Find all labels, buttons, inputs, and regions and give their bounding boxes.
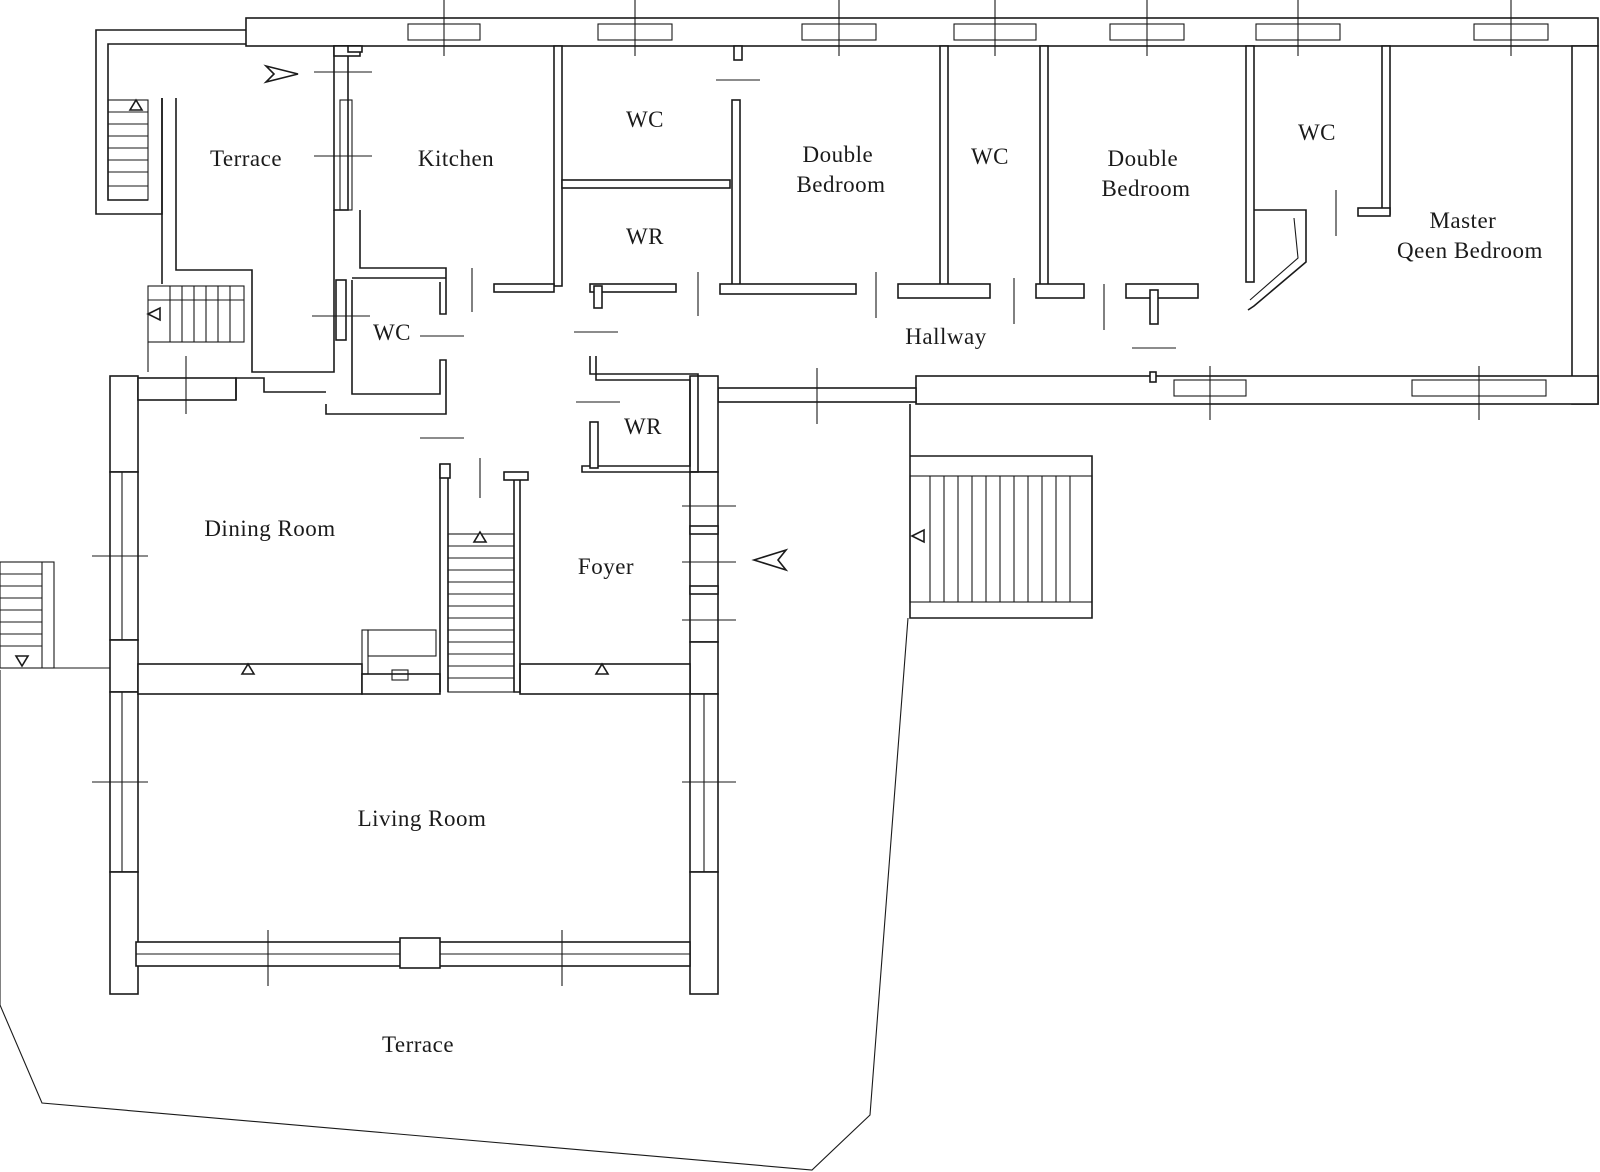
label-kitchen: Kitchen — [418, 146, 494, 171]
label-master-bedroom: Master Qeen Bedroom — [1397, 208, 1543, 263]
label-wr-2: WR — [624, 414, 662, 439]
lower-terrace-outline — [0, 617, 909, 1171]
foyer-entry-arrow-icon — [751, 548, 789, 572]
upper-stairs — [107, 98, 149, 201]
north-windows — [407, 0, 1549, 56]
west-stairs — [0, 561, 110, 669]
east-stairs — [909, 404, 1093, 619]
label-hallway: Hallway — [905, 324, 986, 349]
label-dining-room: Dining Room — [204, 516, 335, 541]
south-block-walls — [92, 356, 789, 995]
entry-arrow-icon — [263, 64, 299, 84]
label-double-bedroom-2: Double Bedroom — [1101, 146, 1190, 201]
west-wing-walls — [95, 29, 464, 439]
label-living-room: Living Room — [358, 806, 487, 831]
north-wing-walls — [245, 0, 1599, 424]
label-double-bedroom-1: Double Bedroom — [796, 142, 885, 197]
label-wr-1: WR — [626, 224, 664, 249]
label-wc-1: WC — [626, 107, 664, 132]
label-wc-2: WC — [971, 144, 1009, 169]
central-stairs — [447, 530, 515, 693]
label-terrace-upper: Terrace — [210, 146, 282, 171]
terrace-stairs — [146, 285, 245, 372]
label-foyer: Foyer — [578, 554, 634, 579]
label-wc-small: WC — [373, 320, 411, 345]
label-wc-3: WC — [1298, 120, 1336, 145]
room-labels: Terrace Kitchen WC WR Double Bedroom WC … — [204, 107, 1543, 1057]
label-terrace-lower: Terrace — [382, 1032, 454, 1057]
south-windows — [816, 366, 1547, 424]
